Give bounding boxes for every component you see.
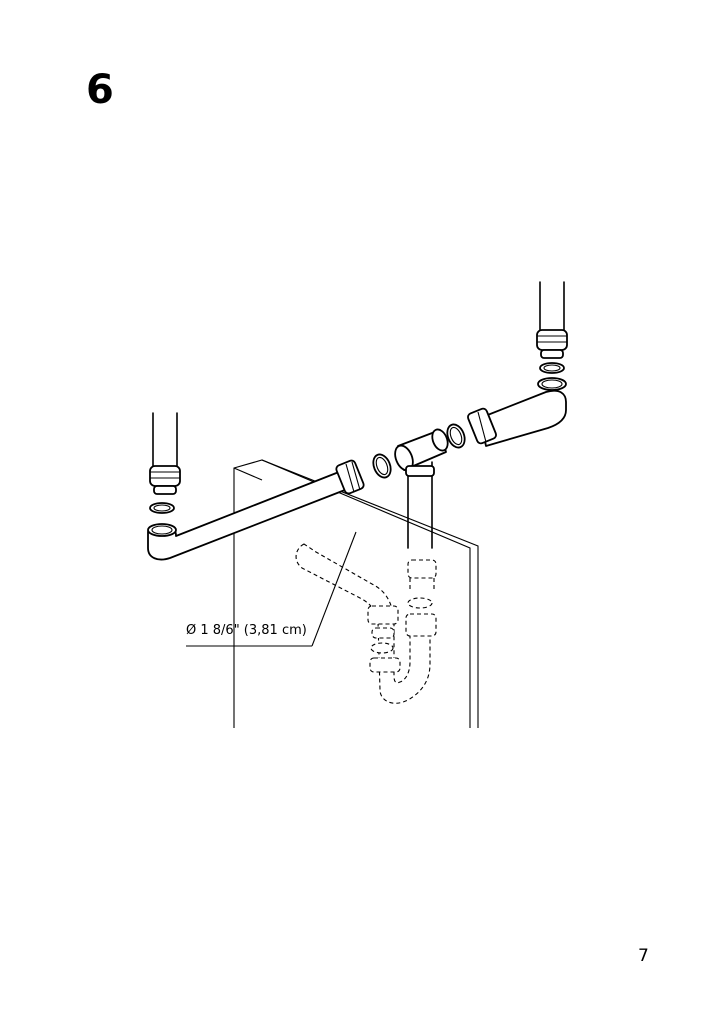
left-seal-ring	[372, 453, 392, 479]
center-tee-fitting	[394, 428, 449, 549]
left-elbow-arm	[147, 459, 365, 561]
right-elbow-arm	[467, 377, 567, 447]
diameter-label: Ø 1 8/6" (3,81 cm)	[186, 623, 307, 638]
step-number: 6	[86, 67, 114, 113]
page-number: 7	[638, 946, 649, 966]
left-tailpiece	[149, 412, 181, 514]
right-tailpiece	[536, 281, 568, 374]
existing-trap-outline	[295, 543, 437, 704]
right-seal-ring	[446, 423, 466, 449]
diameter-callout: Ø 1 8/6" (3,81 cm)	[186, 531, 357, 647]
